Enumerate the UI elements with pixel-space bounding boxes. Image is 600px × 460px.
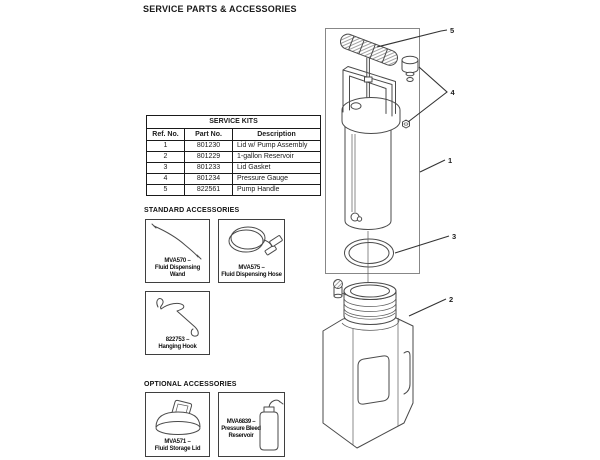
accessory-label: MVA571 – Fluid Storage Lid	[147, 439, 208, 453]
col-description: Description	[232, 128, 321, 141]
table-cell: 801233	[184, 162, 233, 174]
table-cell: 801229	[184, 151, 233, 163]
accessory-name: Fluid Storage Lid	[154, 446, 201, 452]
page-title: SERVICE PARTS & ACCESSORIES	[143, 4, 297, 14]
accessory-label: MVA575 – Fluid Dispensing Hose	[220, 265, 283, 279]
lid-bolt-drawing	[402, 119, 410, 129]
assembly-border-box	[325, 28, 420, 274]
accessory-label: MVA6839 – Pressure Bleed Reservoir	[220, 419, 262, 440]
accessory-box-storage-lid: MVA571 – Fluid Storage Lid	[145, 392, 210, 457]
bleed-reservoir-icon	[259, 399, 284, 451]
accessory-part-number: MVA570 –	[164, 258, 191, 264]
table-row: 2 801229 1-gallon Reservoir	[146, 151, 321, 163]
table-row: 1 801230 Lid w/ Pump Assembly	[146, 140, 321, 152]
pump-handle-drawing	[340, 33, 399, 66]
accessory-label: MVA570 – Fluid Dispensing Wand	[147, 258, 208, 279]
lid-gasket-drawing	[344, 238, 394, 268]
relief-valve-drawing	[333, 279, 347, 299]
standard-accessories-heading: STANDARD ACCESSORIES	[144, 207, 240, 214]
table-cell: Lid w/ Pump Assembly	[232, 140, 321, 152]
pressure-gauge-drawing	[401, 55, 419, 82]
table-row: 5 822561 Pump Handle	[146, 184, 321, 196]
table-cell: 5	[146, 184, 185, 196]
reservoir-drawing	[322, 282, 414, 449]
accessory-box-wand: MVA570 – Fluid Dispensing Wand	[145, 219, 210, 283]
leader-line-5	[376, 29, 448, 48]
accessory-part-number: MVA6839 –	[226, 419, 256, 425]
leader-line-1	[419, 159, 446, 173]
table-cell: 801230	[184, 140, 233, 152]
pump-tube-drawing	[344, 122, 392, 230]
accessory-name: Hanging Hook	[158, 344, 197, 350]
dispensing-hose-icon	[228, 226, 283, 256]
accessory-part-number: MVA571 –	[164, 439, 191, 445]
table-cell: 4	[146, 173, 185, 185]
service-kits-table: SERVICE KITS Ref. No. Part No. Descripti…	[146, 115, 321, 196]
table-cell: 1-gallon Reservoir	[232, 151, 321, 163]
table-header-row: Ref. No. Part No. Description	[146, 128, 321, 141]
callout-3: 3	[452, 232, 456, 241]
optional-accessories-heading: OPTIONAL ACCESSORIES	[144, 381, 237, 388]
handle-bracket-drawing	[342, 66, 396, 117]
col-part-no: Part No.	[184, 128, 233, 141]
exploded-parts-diagram: 5 4 1 3 2	[322, 26, 456, 449]
table-cell: Lid Gasket	[232, 162, 321, 174]
lid-drawing	[341, 97, 401, 134]
accessory-name: Pressure Bleed Reservoir	[221, 426, 261, 439]
table-cell: 2	[146, 151, 185, 163]
callout-2: 2	[449, 295, 453, 304]
table-cell: Pressure Gauge	[232, 173, 321, 185]
accessory-box-bleed-reservoir: MVA6839 – Pressure Bleed Reservoir	[218, 392, 285, 457]
callout-5: 5	[450, 26, 454, 35]
table-cell: Pump Handle	[232, 184, 321, 196]
table-title-row: SERVICE KITS	[146, 115, 321, 129]
accessory-name: Fluid Dispensing Wand	[154, 265, 201, 278]
accessory-part-number: MVA575 –	[238, 265, 265, 271]
accessory-label: 822753 – Hanging Hook	[147, 337, 208, 351]
accessory-part-number: 822753 –	[165, 337, 190, 343]
callout-4: 4	[451, 88, 456, 97]
table-cell: 3	[146, 162, 185, 174]
table-row: 4 801234 Pressure Gauge	[146, 173, 321, 185]
leader-line-3	[394, 235, 450, 254]
leader-lines	[376, 29, 450, 317]
callout-1: 1	[448, 156, 452, 165]
dispensing-wand-icon	[151, 223, 202, 260]
accessory-box-hose: MVA575 – Fluid Dispensing Hose	[218, 219, 285, 283]
col-ref-no: Ref. No.	[146, 128, 185, 141]
table-cell: 801234	[184, 173, 233, 185]
table-cell: 1	[146, 140, 185, 152]
table-cell: 822561	[184, 184, 233, 196]
hanging-hook-icon	[156, 298, 199, 337]
storage-lid-icon	[155, 399, 201, 435]
accessory-box-hook: 822753 – Hanging Hook	[145, 291, 210, 355]
leader-line-4	[407, 66, 448, 123]
table-row: 3 801233 Lid Gasket	[146, 162, 321, 174]
accessory-name: Fluid Dispensing Hose	[221, 272, 282, 278]
leader-line-2	[408, 298, 447, 317]
table-title: SERVICE KITS	[146, 115, 321, 129]
